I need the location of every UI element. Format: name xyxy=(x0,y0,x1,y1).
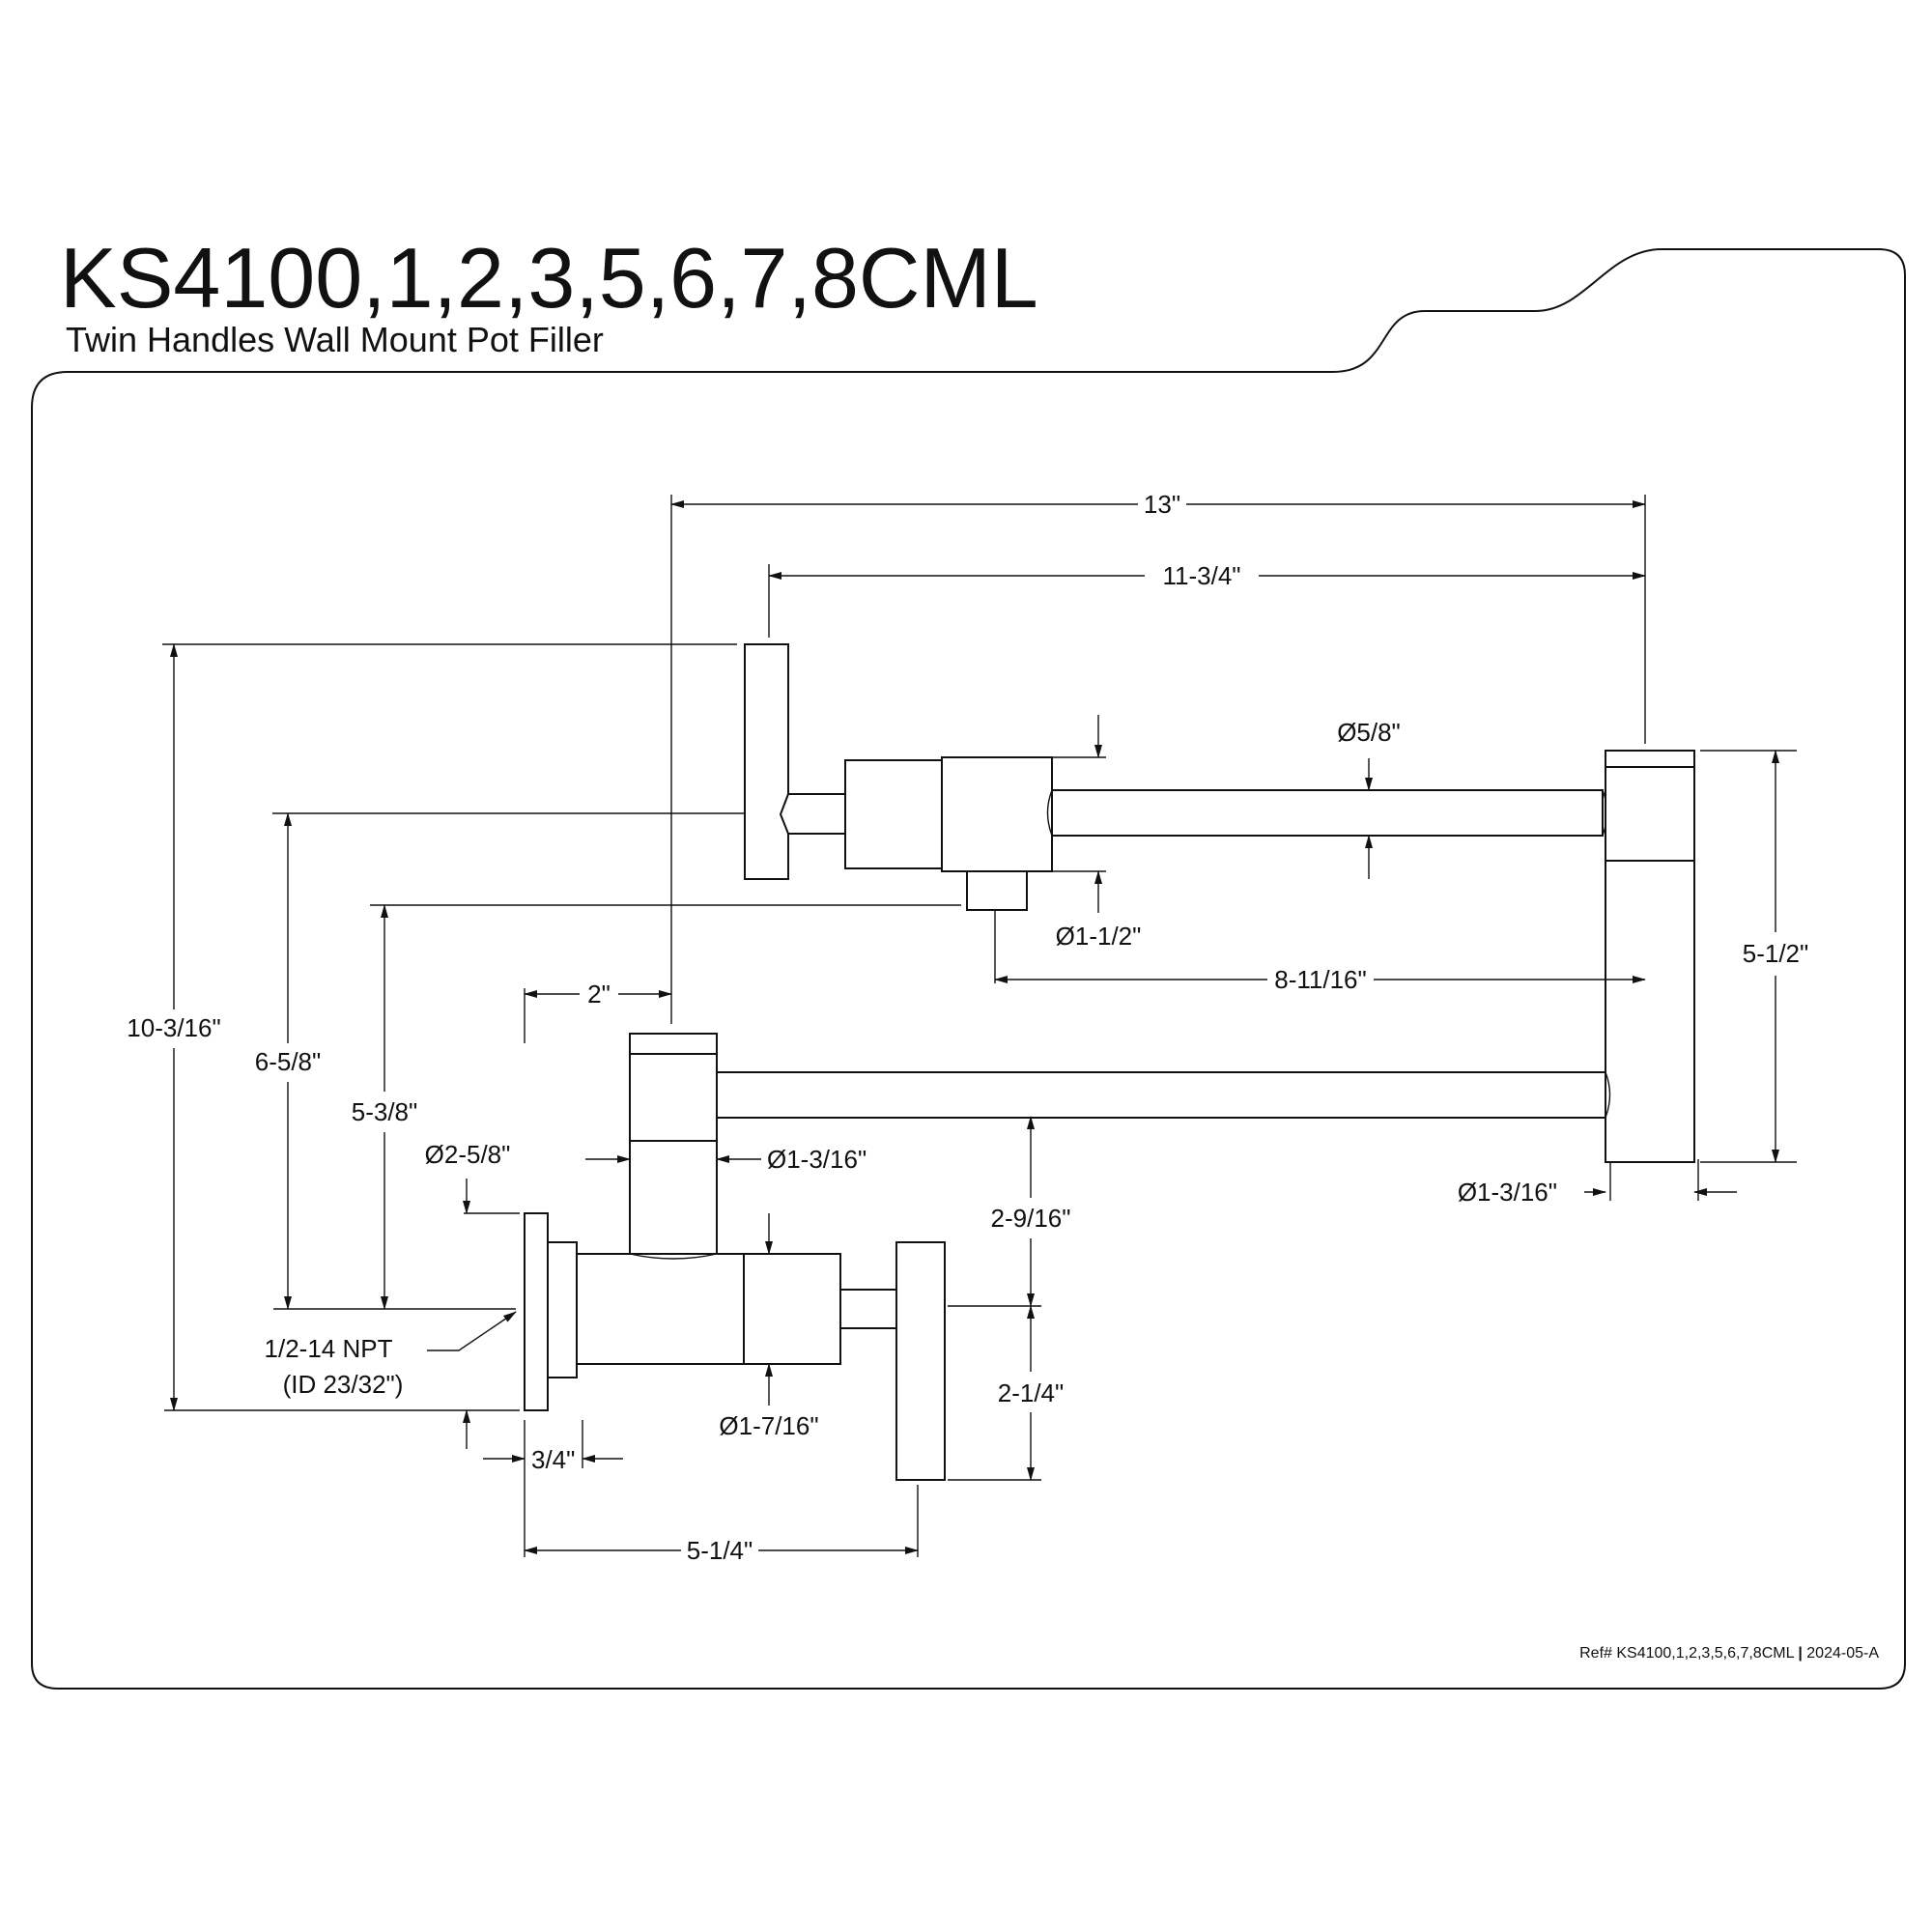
valve-body xyxy=(576,1253,745,1365)
flange-collar xyxy=(547,1241,578,1378)
footer-separator: | xyxy=(1798,1645,1802,1662)
wall-flange xyxy=(524,1212,549,1411)
lower-spout-arm xyxy=(714,1071,1606,1119)
elbow-body-lower xyxy=(1605,860,1695,1163)
dim-lower-handle-drop: 2-1/4" xyxy=(998,1378,1065,1407)
product-subtitle: Twin Handles Wall Mount Pot Filler xyxy=(66,320,604,359)
dim-flange-diameter: Ø2-5/8" xyxy=(425,1140,511,1169)
dim-lower-arm-clearance: 2-9/16" xyxy=(991,1204,1071,1233)
lower-handle xyxy=(895,1241,946,1481)
dim-overall-height: 10-3/16" xyxy=(127,1013,220,1042)
dim-riser-diameter: Ø1-3/16" xyxy=(767,1145,867,1174)
lower-handle-stem xyxy=(839,1289,905,1329)
dim-thread-spec: 1/2-14 NPT xyxy=(265,1334,393,1363)
riser-cap xyxy=(629,1033,718,1055)
footer-reference-code: Ref# KS4100,1,2,3,5,6,7,8CML xyxy=(1579,1645,1794,1662)
dim-upper-width: 11-3/4" xyxy=(1162,561,1240,590)
wall-valve-assembly xyxy=(524,1033,946,1481)
valve-bonnet xyxy=(743,1253,841,1365)
upper-valve-body xyxy=(844,759,943,869)
elbow-body-upper xyxy=(1605,766,1695,862)
dimension-lines xyxy=(170,500,1779,1554)
swivel-collar xyxy=(966,870,1028,911)
dim-handle-height: 6-5/8" xyxy=(255,1047,322,1076)
drawing-frame xyxy=(31,248,1906,1690)
dim-flange-depth: 3/4" xyxy=(531,1445,575,1474)
footer-reference: Ref# KS4100,1,2,3,5,6,7,8CML | 2024-05-A xyxy=(1579,1645,1879,1662)
riser-upper xyxy=(629,1053,718,1142)
upper-handle-stem xyxy=(779,793,846,835)
riser-lower xyxy=(629,1140,718,1258)
dim-thread-id: (ID 23/32") xyxy=(283,1370,404,1399)
elbow-cap xyxy=(1605,750,1695,768)
upper-valve-assembly xyxy=(744,643,1695,911)
extension-lines xyxy=(162,495,1797,1557)
upper-spout-arm xyxy=(1051,789,1604,837)
dim-valve-body-diameter: Ø1-7/16" xyxy=(719,1411,818,1440)
dim-swivel-height: 5-3/8" xyxy=(352,1097,418,1126)
upper-handle xyxy=(744,643,789,880)
lower-arm-assembly xyxy=(709,860,1695,1163)
dim-swivel-diameter: Ø1-1/2" xyxy=(1056,922,1142,951)
swivel-joint xyxy=(941,756,1053,872)
dim-elbow-diameter: Ø1-3/16" xyxy=(1458,1178,1557,1207)
dim-spout-reach: 8-11/16" xyxy=(1274,965,1366,994)
dim-spout-diameter: Ø5/8" xyxy=(1337,718,1401,747)
footer-revision: 2024-05-A xyxy=(1806,1645,1879,1662)
dim-elbow-height: 5-1/2" xyxy=(1743,939,1809,968)
dim-projection: 5-1/4" xyxy=(687,1536,753,1565)
dim-offset: 2" xyxy=(587,980,611,1009)
model-title: KS4100,1,2,3,5,6,7,8CML xyxy=(60,230,1038,326)
dim-overall-width: 13" xyxy=(1144,490,1180,519)
